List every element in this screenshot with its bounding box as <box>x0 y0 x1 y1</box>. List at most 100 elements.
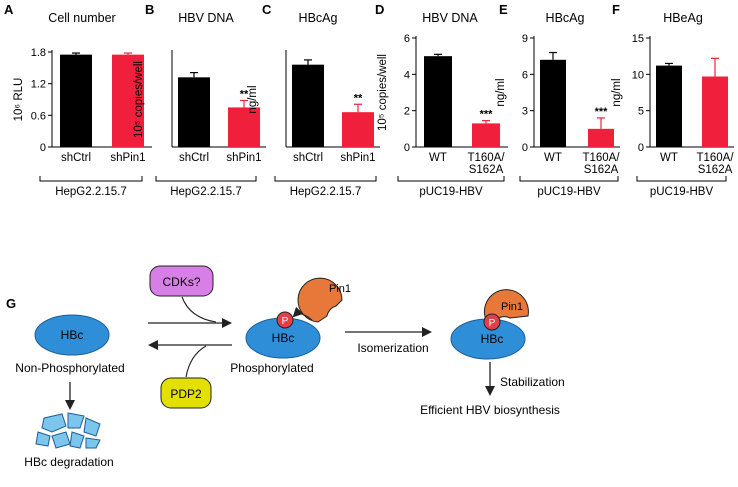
category-label-a-0: shCtrl <box>61 152 91 164</box>
y-tick-label-f-3: 15 <box>632 33 644 45</box>
chart-title-c: HBcAg <box>299 11 338 25</box>
significance-d-1: *** <box>480 109 494 121</box>
group-label-d: pUC19-HBV <box>419 186 483 198</box>
pin1-bound-label: Pin1 <box>501 301 523 313</box>
stabilization-label: Stabilization <box>500 375 565 389</box>
y-tick-label-e-1: 3 <box>522 106 528 118</box>
panel-letter-e: E <box>499 2 508 17</box>
panel-letter-b: B <box>145 2 154 17</box>
category-label-f-1-0: T160A/ <box>696 152 734 164</box>
pdp2-label: PDP2 <box>170 387 202 401</box>
category-label-c-0: shCtrl <box>293 152 323 164</box>
bar-a-1 <box>112 54 144 148</box>
y-axis-label-c: ng/ml <box>247 85 259 113</box>
hbc-non-phosphorylated-ellipse <box>34 314 110 356</box>
group-label-a: HepG2.2.15.7 <box>55 186 127 198</box>
phospho-p-label: P <box>282 316 289 327</box>
category-label-e-1-1: S162A <box>584 164 619 176</box>
y-tick-label-d-1: 2 <box>404 106 410 118</box>
y-tick-label-a-3: 1.8 <box>31 47 46 59</box>
hbc-label-1: HBc <box>61 328 84 342</box>
pin1-free-label: Pin1 <box>329 283 351 295</box>
group-bracket-d <box>397 176 505 182</box>
cdk-label: CDKs? <box>162 275 200 289</box>
panel-letter-f: F <box>612 2 620 17</box>
hbc-label-3: HBc <box>481 332 504 346</box>
category-label-d-0: WT <box>429 152 447 164</box>
category-label-f-1-1: S162A <box>698 164 733 176</box>
group-label-c: HepG2.2.15.7 <box>290 186 362 198</box>
category-label-c-1: shPin1 <box>340 152 375 164</box>
bar-f-1 <box>702 76 728 147</box>
group-label-e: pUC19-HBV <box>537 186 601 198</box>
y-tick-label-d-2: 4 <box>404 69 410 81</box>
y-tick-label-e-2: 6 <box>522 69 528 81</box>
cdk-box <box>149 265 214 297</box>
efficient-biosynthesis-label: Efficient HBV biosynthesis <box>420 403 560 417</box>
phospho-p-circle-2 <box>483 313 501 331</box>
significance-e-1: *** <box>595 106 609 118</box>
chart-title-e: HBcAg <box>546 11 585 25</box>
y-axis-label-a: 10⁶ RLU <box>13 78 25 122</box>
panel-g-letter: G <box>6 296 16 311</box>
y-tick-label-d-3: 6 <box>404 33 410 45</box>
phospho-p-circle <box>276 311 294 329</box>
pin1-free-shape <box>297 277 343 323</box>
category-label-d-1-1: S162A <box>469 164 504 176</box>
bar-c-1 <box>342 112 374 147</box>
group-label-f: pUC19-HBV <box>650 186 714 198</box>
chart-title-b: HBV DNA <box>178 11 234 25</box>
y-tick-label-d-0: 0 <box>404 142 410 154</box>
bar-d-1 <box>472 123 500 147</box>
group-bracket-a <box>39 176 143 182</box>
y-tick-label-a-1: 0.6 <box>31 110 46 122</box>
category-label-b-1: shPin1 <box>226 152 261 164</box>
y-axis-label-f: ng/ml <box>611 78 623 106</box>
degradation-label: HBc degradation <box>24 455 113 469</box>
pin1-binding-arrow <box>292 306 313 321</box>
y-axis-label-e: ng/ml <box>495 78 507 106</box>
y-tick-label-f-2: 10 <box>632 69 644 81</box>
category-label-f-0: WT <box>660 152 678 164</box>
category-label-b-0: shCtrl <box>179 152 209 164</box>
non-phosphorylated-label: Non-Phosphorylated <box>15 361 124 375</box>
pdp2-connector <box>185 345 207 378</box>
y-tick-label-f-0: 0 <box>638 142 644 154</box>
significance-b-1: ** <box>240 88 249 100</box>
panel-letter-d: D <box>375 2 384 17</box>
chart-title-a: Cell number <box>48 11 115 25</box>
category-label-e-0: WT <box>544 152 562 164</box>
category-label-d-1-0: T160A/ <box>467 152 505 164</box>
group-bracket-f <box>636 176 727 182</box>
y-tick-label-e-0: 0 <box>522 142 528 154</box>
hbc-label-2: HBc <box>272 331 295 345</box>
chart-title-d: HBV DNA <box>422 11 478 25</box>
y-tick-label-a-0: 0 <box>40 142 46 154</box>
panel-g-diagram: G CDKs? PDP2 HBc Non-Phosphorylated HBc … <box>6 265 565 469</box>
bar-charts-row: A Cell number 10⁶ RLU 0 0.6 1.2 1.8 shCtrl shPin… <box>4 2 734 198</box>
group-label-b: HepG2.2.15.7 <box>170 186 242 198</box>
y-tick-label-e-3: 9 <box>522 33 528 45</box>
hbc-fragments <box>35 412 101 449</box>
bar-b-1 <box>228 107 260 147</box>
cdk-connector <box>181 296 217 323</box>
chart-panel-b: B HBV DNA 10⁵ copies/well shCtrl ** shPin1Hep… <box>133 2 266 198</box>
bar-c-0 <box>292 64 324 147</box>
panel-letter-a: A <box>4 2 14 17</box>
group-bracket-b <box>155 176 257 182</box>
y-axis-label-b: 10⁵ copies/well <box>133 61 145 138</box>
group-bracket-e <box>519 176 619 182</box>
phosphorylated-label: Phosphorylated <box>230 361 313 375</box>
bar-d-0 <box>424 56 452 147</box>
phospho-p-label-2: P <box>489 318 496 329</box>
pdp2-box <box>160 377 212 409</box>
y-tick-label-a-2: 1.2 <box>31 79 46 91</box>
group-bracket-c <box>274 176 377 182</box>
chart-title-f: HBeAg <box>663 11 703 25</box>
bar-b-0 <box>178 77 210 147</box>
